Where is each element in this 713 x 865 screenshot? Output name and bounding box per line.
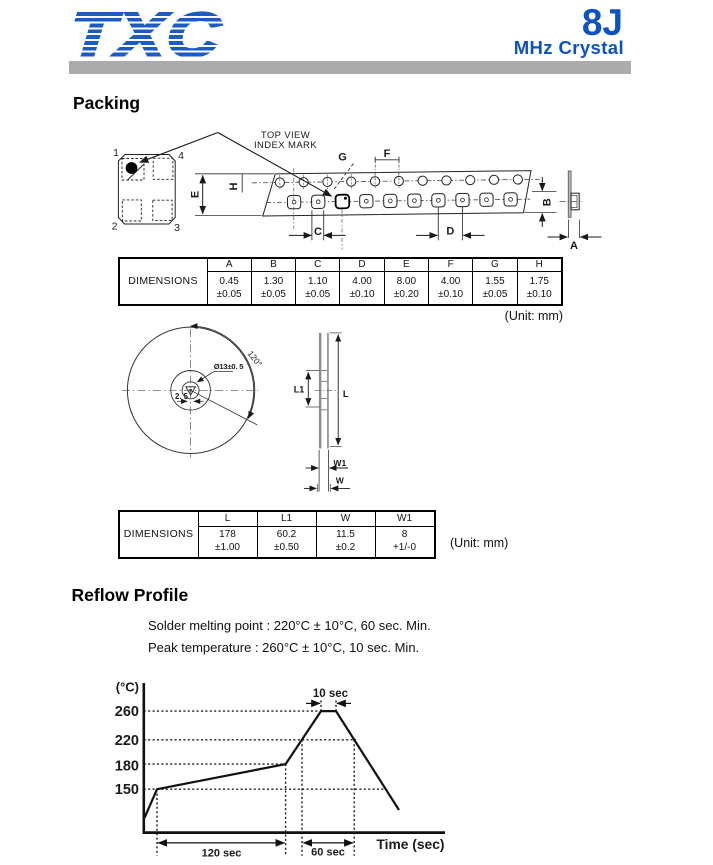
svg-text:4: 4 <box>178 150 184 162</box>
svg-text:2: 2 <box>112 220 118 232</box>
svg-text:(°C): (°C) <box>116 680 139 695</box>
svg-text:150: 150 <box>115 782 139 798</box>
svg-text:L: L <box>343 389 349 400</box>
svg-text:D: D <box>446 226 454 238</box>
svg-text:H: H <box>228 182 240 190</box>
svg-text:L1: L1 <box>294 384 305 394</box>
svg-text:C: C <box>314 226 322 238</box>
svg-text:TOP VIEW: TOP VIEW <box>261 130 310 141</box>
svg-text:120 sec: 120 sec <box>202 848 242 860</box>
svg-text:220: 220 <box>115 733 139 749</box>
svg-text:W1: W1 <box>333 458 346 468</box>
svg-text:1: 1 <box>113 147 119 159</box>
svg-text:10 sec: 10 sec <box>313 688 349 700</box>
svg-text:F: F <box>384 148 391 160</box>
svg-text:Ø13±0. 5: Ø13±0. 5 <box>214 362 245 371</box>
svg-text:INDEX MARK: INDEX MARK <box>254 140 317 151</box>
svg-text:W: W <box>336 476 345 486</box>
svg-text:E: E <box>189 191 201 198</box>
svg-text:Time (sec): Time (sec) <box>377 837 445 852</box>
svg-text:B: B <box>542 198 554 206</box>
svg-text:180: 180 <box>115 759 139 775</box>
svg-text:2. 5: 2. 5 <box>175 392 189 401</box>
svg-text:G: G <box>338 152 347 164</box>
svg-text:260: 260 <box>115 704 139 720</box>
svg-text:3: 3 <box>174 222 180 234</box>
svg-text:A: A <box>570 240 578 252</box>
svg-text:60 sec: 60 sec <box>311 847 345 859</box>
